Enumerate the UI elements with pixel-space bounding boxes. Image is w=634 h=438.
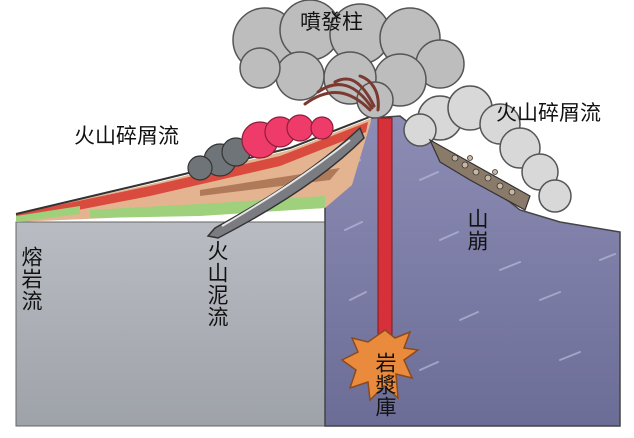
ejecta-trails: [303, 74, 380, 112]
lava-flow-label: 熔岩流: [19, 246, 44, 312]
pyroclastic-flow-right-cloud: [403, 85, 572, 213]
magma-chamber-label: 岩漿庫: [373, 352, 398, 418]
lava-flow-band: [16, 122, 368, 222]
pyroclastic-flow-right-label: 火山碎屑流: [496, 101, 601, 125]
pyroclastic-flow-left-cloud: [187, 114, 334, 181]
eruption-column-label: 噴發柱: [300, 10, 363, 34]
lahar-highlight: [221, 139, 351, 227]
magma-chamber-shape: [340, 329, 420, 402]
magma-conduit: [377, 117, 393, 354]
landslide-debris: [428, 138, 531, 211]
mountain-streaks: [344, 159, 616, 371]
grass-band-left: [16, 206, 80, 222]
left-bedrock: [15, 221, 326, 427]
landslide-label: 山崩: [465, 208, 490, 252]
lahar-label: 火山泥流: [205, 240, 230, 328]
pyroclastic-flow-left-label: 火山碎屑流: [74, 124, 179, 148]
